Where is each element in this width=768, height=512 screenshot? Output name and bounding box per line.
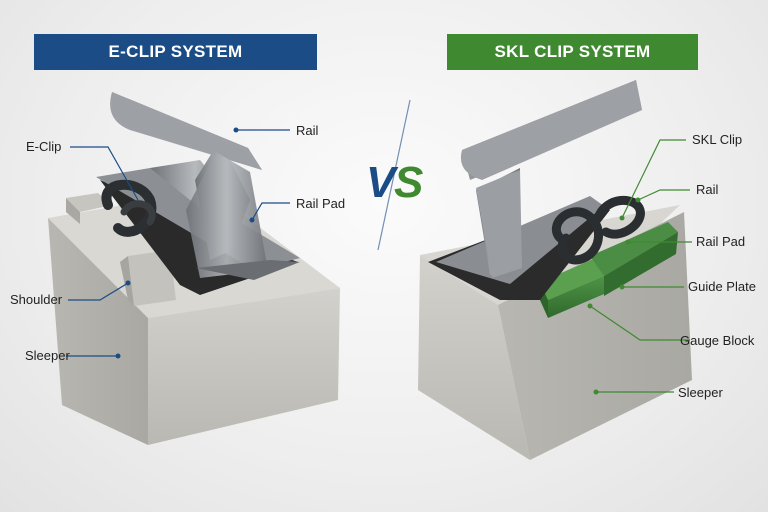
right-guide-plate — [590, 222, 678, 296]
vs-emblem: V S — [366, 150, 436, 220]
label-left-rail: Rail — [296, 123, 319, 138]
left-leader-lines — [66, 129, 290, 357]
vs-letter-v: V — [366, 158, 396, 207]
right-skl-clip — [551, 195, 645, 265]
left-e-clip — [101, 179, 157, 237]
left-leader-dots — [115, 127, 255, 359]
label-right-rail-pad: Rail Pad — [696, 234, 746, 249]
vs-letter-s: S — [394, 158, 424, 207]
e-clip-system-banner: E-CLIP SYSTEM — [34, 34, 317, 70]
label-right-sleeper: Sleeper — [678, 385, 723, 400]
right-leader-dots — [587, 197, 641, 395]
skl-clip-system-banner: SKL CLIP SYSTEM — [447, 34, 698, 70]
label-gauge-block: Gauge Block — [680, 333, 755, 348]
left-rail — [96, 92, 300, 280]
vs-divider-line — [377, 99, 411, 251]
label-guide-plate: Guide Plate — [688, 279, 756, 294]
left-sleeper — [48, 190, 340, 445]
label-shoulder: Shoulder — [10, 292, 63, 307]
label-e-clip: E-Clip — [26, 139, 62, 154]
label-skl-clip: SKL Clip — [692, 132, 743, 147]
label-left-sleeper: Sleeper — [25, 348, 70, 363]
right-leader-lines — [589, 139, 692, 393]
label-right-rail: Rail — [696, 182, 719, 197]
label-left-rail-pad: Rail Pad — [296, 196, 346, 211]
